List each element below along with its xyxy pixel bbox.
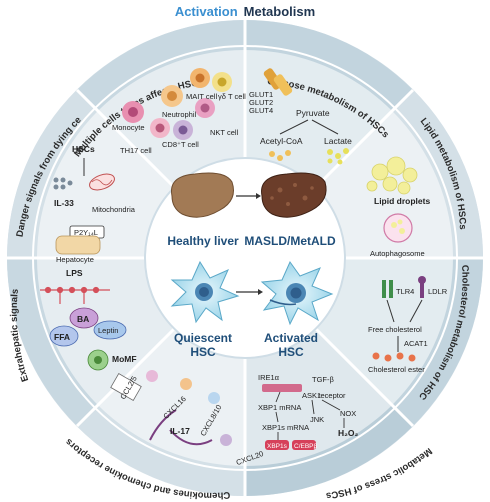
xbp1s-label: XBP1s xyxy=(267,443,288,450)
p2y-label: P2Y₁₄L xyxy=(74,228,98,237)
ba-label: BA xyxy=(77,314,89,324)
neutrophil-label: Neutrophil xyxy=(162,110,197,119)
leptin-bubble xyxy=(93,320,127,340)
lipid-droplets-icon xyxy=(366,156,418,195)
glut2-label: GLUT2 xyxy=(249,98,273,107)
il33-label: IL-33 xyxy=(54,198,74,208)
healthy-liver-label: Healthy liver xyxy=(167,234,239,248)
lps-icon xyxy=(40,286,110,304)
cholesterol-ester-label: Cholesterol ester xyxy=(368,365,425,374)
pyruvate-label: Pyruvate xyxy=(296,108,330,118)
ccl25-box xyxy=(110,373,142,401)
activated-hsc-icon xyxy=(260,260,334,326)
tgfb-label: TGF-β xyxy=(312,375,334,384)
momf-label: MoMF xyxy=(112,354,137,364)
hscs-label: HSCs xyxy=(72,144,95,154)
jnk-label: JNK xyxy=(310,415,324,424)
autophagosome-label: Autophagosome xyxy=(370,249,425,258)
ffa-bubble xyxy=(49,325,79,347)
cholesterol-dots xyxy=(372,352,416,362)
lactate-dots xyxy=(327,148,349,165)
glut1-label: GLUT1 xyxy=(249,90,273,99)
tlr4-receptor-icon xyxy=(382,280,393,298)
acetyl-coa-label: Acetyl-CoA xyxy=(260,136,303,146)
immune-cells xyxy=(122,68,232,140)
quiescent-label: Quiescent xyxy=(174,331,232,345)
activated-hsc-label: HSC xyxy=(278,345,304,359)
er-membrane xyxy=(262,384,302,392)
il33-dots xyxy=(53,177,73,190)
free-cholesterol-label: Free cholesterol xyxy=(368,325,422,334)
nkt-label: NKT cell xyxy=(210,128,239,137)
stress-arrows xyxy=(275,391,345,440)
mitochondria-icon xyxy=(89,173,115,191)
cd8-label: CD8⁺T cell xyxy=(162,140,199,149)
ire1a-label: IRE1α xyxy=(258,373,280,382)
glut-transporter-icon xyxy=(263,68,293,96)
lps-label: LPS xyxy=(66,268,83,278)
masld-liver-icon xyxy=(261,172,327,218)
xbp1s-box xyxy=(265,440,289,450)
ask1-label: ASK1 xyxy=(302,391,321,400)
ldlr-label: LDLR xyxy=(428,287,448,296)
mait-label: MAIT cell xyxy=(186,92,217,101)
quiescent-hsc-icon xyxy=(170,260,240,324)
cebpb-box xyxy=(292,440,316,450)
monocyte-label: Monocyte xyxy=(112,123,145,132)
xbp1s-mrna-label: XBP1s mRNA xyxy=(262,423,309,432)
xbp1-mrna-label: XBP1 mRNA xyxy=(258,403,301,412)
mitochondria-label: Mitochondria xyxy=(92,205,136,214)
glut4-label: GLUT4 xyxy=(249,106,273,115)
autophagosome-icon xyxy=(383,213,413,243)
cebpb-label: C/EBPβ xyxy=(294,443,318,450)
lactate-label: Lactate xyxy=(324,136,352,146)
activated-label: Activated xyxy=(264,331,318,345)
hepatocyte-icon xyxy=(55,235,101,255)
h2o2-label: H₂O₂ xyxy=(338,428,359,438)
healthy-liver-icon xyxy=(170,172,234,218)
liver-spots xyxy=(270,183,314,206)
lipid-droplets-label: Lipid droplets xyxy=(374,196,430,206)
chemokine-receptor-icons xyxy=(146,370,232,446)
activation-label: Activation xyxy=(174,4,238,19)
th17-label: TH17 cell xyxy=(120,146,152,155)
figure-header: Activation Metabolism xyxy=(0,4,490,19)
momf-cell-icon xyxy=(87,349,109,371)
tlr4-label: TLR4 xyxy=(396,287,414,296)
acat1-label: ACAT1 xyxy=(404,339,428,348)
ldlr-receptor-icon xyxy=(418,276,426,298)
gdt-label: γδ T cell xyxy=(218,92,246,101)
acetyl-dots xyxy=(269,150,291,161)
ffa-label: FFA xyxy=(54,332,70,342)
spokes xyxy=(7,20,483,496)
receptor-label: receptor xyxy=(318,391,346,400)
hepatocyte-label: Hepatocyte xyxy=(56,255,94,264)
metabolism-label: Metabolism xyxy=(243,4,316,19)
il17-label: IL-17 xyxy=(170,426,190,436)
masld-label: MASLD/MetALD xyxy=(244,234,336,248)
quiescent-hsc-label: HSC xyxy=(190,345,216,359)
ba-bubble xyxy=(69,307,99,329)
nox-label: NOX xyxy=(340,409,356,418)
leptin-label: Leptin xyxy=(98,326,118,335)
